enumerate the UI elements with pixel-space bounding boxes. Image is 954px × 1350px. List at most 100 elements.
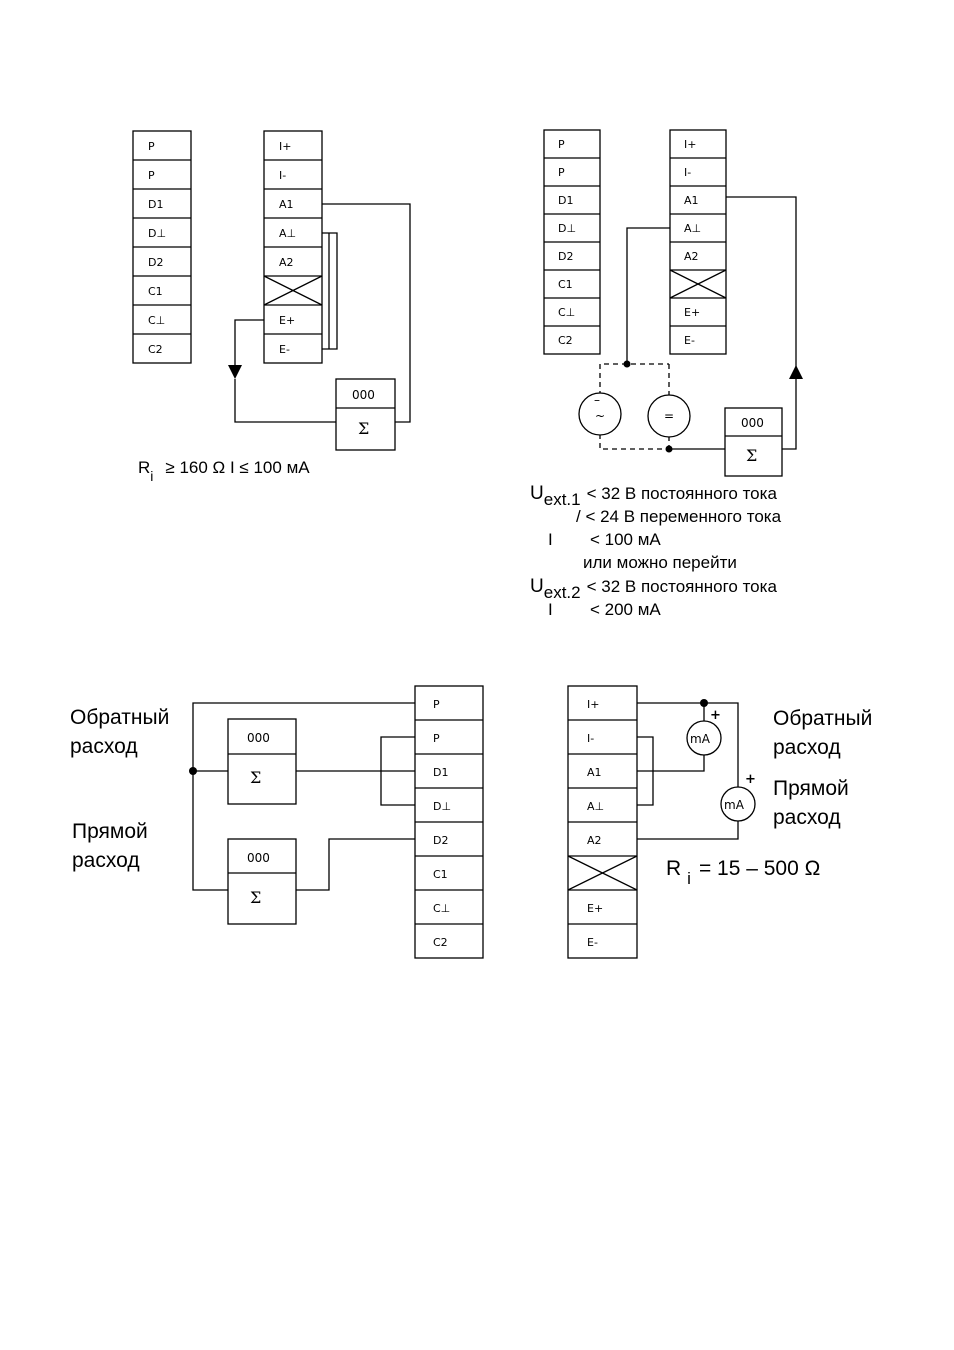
- terminal-label: C1: [433, 868, 448, 881]
- voltage-spec: Uext.1< 32 В постоянного тока / < 24 В п…: [530, 483, 782, 619]
- junction-dot: [665, 445, 673, 453]
- wires-1: [228, 203, 411, 423]
- wires-3: [189, 702, 415, 891]
- terminal-label: D1: [433, 766, 448, 779]
- terminal-label: A1: [279, 198, 294, 211]
- terminal-block: I+ I- A1 A⊥ A2 E+ E-: [567, 685, 638, 959]
- ac-source-icon: [578, 392, 622, 436]
- dc-source-icon: [647, 394, 691, 438]
- terminal-label: A2: [279, 256, 294, 269]
- svg-text:Uext.1< 32 В постоянного тока: Uext.1< 32 В постоянного тока: [530, 483, 777, 509]
- arrow-up-icon: [789, 365, 803, 379]
- resistance-label: Ri≥ 160 Ω I ≤ 100 мА: [138, 458, 310, 484]
- terminal-label: P: [433, 698, 440, 711]
- terminal-label: I-: [684, 166, 691, 179]
- svg-text:или можно перейти: или можно перейти: [583, 553, 737, 572]
- ammeter-forward: mA +: [720, 772, 756, 822]
- terminal-label: D2: [148, 256, 163, 269]
- terminal-block: P P D1 D⊥ D2 C1 C⊥ C2: [414, 685, 484, 959]
- terminal-label: P: [433, 732, 440, 745]
- plus-sign: +: [710, 708, 721, 723]
- forward-flow-label: расход: [72, 849, 140, 872]
- external-sources: – ~ =: [578, 363, 691, 450]
- terminal-label: D1: [558, 194, 573, 207]
- dc-symbol: =: [664, 409, 674, 423]
- svg-text:I: I: [548, 600, 553, 619]
- diagram-1: P P D1 D⊥ D2 C1 C⊥ C2 I+ I- A1 A⊥ A2 E+: [132, 130, 411, 484]
- ac-minus-symbol: –: [594, 393, 600, 407]
- svg-text:< 100 мА: < 100 мА: [590, 530, 661, 549]
- terminal-label: P: [558, 138, 565, 151]
- terminal-label: C1: [558, 278, 573, 291]
- terminal-label: P: [148, 140, 155, 153]
- terminal-label: C2: [148, 343, 163, 356]
- counter-display: 000: [247, 731, 270, 745]
- reverse-flow-label: Обратный: [773, 707, 872, 730]
- svg-text:I: I: [548, 530, 553, 549]
- terminal-label: A⊥: [684, 222, 701, 235]
- terminal-label: D2: [558, 250, 573, 263]
- svg-text:mA: mA: [724, 798, 745, 812]
- forward-flow-label: расход: [773, 806, 841, 829]
- terminal-label: E-: [279, 343, 290, 356]
- reverse-flow-label: расход: [773, 736, 841, 759]
- counter-display: 000: [352, 388, 375, 402]
- terminal-label: E-: [684, 334, 695, 347]
- terminal-block-left: P P D1 D⊥ D2 C1 C⊥ C2: [132, 130, 192, 364]
- terminal-label: E+: [587, 902, 603, 915]
- terminal-label: A⊥: [587, 800, 604, 813]
- terminal-label: A1: [587, 766, 602, 779]
- ammeter-icon: [720, 786, 756, 822]
- counter-display: 000: [741, 416, 764, 430]
- wires-2: [623, 196, 803, 453]
- terminal-block-right: I+ I- A1 A⊥ A2 E+ E-: [669, 129, 727, 355]
- terminal-label: C⊥: [148, 314, 165, 327]
- terminal-label: C⊥: [433, 902, 450, 915]
- sigma-symbol: Σ: [358, 419, 369, 438]
- diagram-3: P P D1 D⊥ D2 C1 C⊥ C2 000 Σ 000 Σ: [70, 685, 484, 959]
- svg-text:/ < 24 В переменного тока: / < 24 В переменного тока: [576, 507, 782, 526]
- terminal-label: D2: [433, 834, 448, 847]
- plus-sign: +: [745, 772, 756, 787]
- svg-text:< 200 мА: < 200 мА: [590, 600, 661, 619]
- wires-4: [637, 699, 739, 840]
- terminal-label: C1: [148, 285, 163, 298]
- counter-forward: 000 Σ: [227, 838, 297, 925]
- terminal-label: A2: [684, 250, 699, 263]
- forward-flow-label: Прямой: [72, 820, 148, 843]
- terminal-label: I+: [279, 140, 291, 153]
- junction-dot: [189, 767, 197, 775]
- sigma-symbol: Σ: [250, 888, 261, 907]
- terminal-label: I+: [587, 698, 599, 711]
- forward-flow-label: Прямой: [773, 777, 849, 800]
- arrow-down-icon: [228, 365, 242, 379]
- reverse-flow-label: Обратный: [70, 706, 169, 729]
- terminal-block-right: I+ I- A1 A⊥ A2 E+ E-: [263, 130, 323, 364]
- terminal-label: C2: [558, 334, 573, 347]
- terminal-label: P: [558, 166, 565, 179]
- counter-reverse: 000 Σ: [227, 718, 297, 805]
- reverse-flow-label: расход: [70, 735, 138, 758]
- svg-text:Uext.2< 32 В постоянного тока: Uext.2< 32 В постоянного тока: [530, 576, 777, 602]
- terminal-label: A⊥: [279, 227, 296, 240]
- terminal-label: E+: [279, 314, 295, 327]
- terminal-block-left: P P D1 D⊥ D2 C1 C⊥ C2: [543, 129, 601, 355]
- ammeter-reverse: mA +: [686, 708, 722, 756]
- ammeter-icon: [686, 720, 722, 756]
- terminal-label: P: [148, 169, 155, 182]
- terminal-label: D1: [148, 198, 163, 211]
- diagram-4: I+ I- A1 A⊥ A2 E+ E- mA + mA + Обратный …: [567, 685, 872, 959]
- ac-symbol: ~: [595, 409, 605, 423]
- terminal-label: A2: [587, 834, 602, 847]
- svg-text:mA: mA: [690, 732, 711, 746]
- sigma-symbol: Σ: [250, 768, 261, 787]
- terminal-label: E-: [587, 936, 598, 949]
- terminal-label: I-: [587, 732, 594, 745]
- sigma-symbol: Σ: [746, 446, 757, 465]
- counter-1: 000 Σ: [335, 378, 396, 451]
- terminal-label: D⊥: [433, 800, 451, 813]
- counter-display: 000: [247, 851, 270, 865]
- terminal-label: D⊥: [558, 222, 576, 235]
